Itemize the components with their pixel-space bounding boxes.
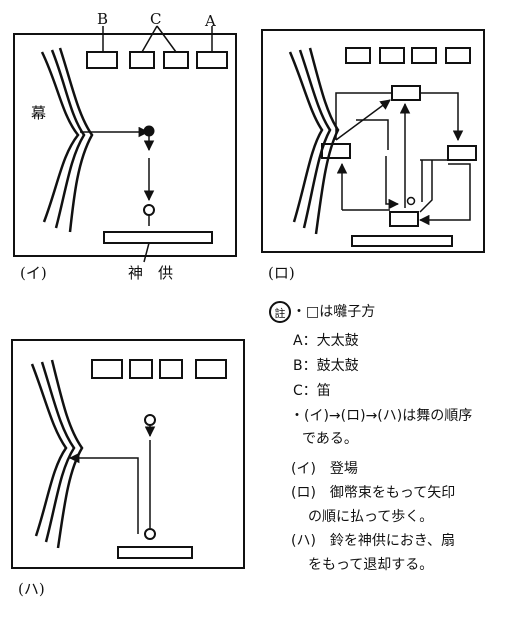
panel-ha [11,339,245,569]
note-item: ・(イ)→(ロ)→(ハ)は舞の順序 [290,408,473,424]
panel-i-offering-label: 神 供 [128,264,174,282]
panel-i-label-c: C [150,10,162,28]
panel-i-offering-table [103,231,213,244]
panel-ro [261,29,485,253]
panel-ha-box-1 [91,359,123,379]
note-circle-mark: 註 [269,301,291,323]
panel-ha-exit-route [68,452,139,534]
panel-ro-box-4 [445,47,471,64]
panel-i-drum-b-box [86,51,118,69]
note-item: (ハ) 鈴を神供におき、扇 [291,533,455,549]
note-item: B：鼓太鼓 [293,358,359,374]
panel-ro-route [335,92,471,226]
panel-ro-offering-table [351,235,453,247]
panel-ha-box-2 [129,359,153,379]
panel-i-flute-c-box-2 [163,51,189,69]
panel-ha-dancer-icon [144,414,156,426]
svg-text:註: 註 [275,307,286,320]
note-item: C：笛 [293,383,331,399]
panel-ro-station-top [391,85,421,101]
note-item: A：大太鼓 [293,333,359,349]
panel-ro-station-bottom [389,211,419,227]
panel-ro-box-2 [379,47,405,64]
panel-i-flute-c-box-1 [129,51,155,69]
panel-i-label: (イ) [20,264,47,282]
panel-ha-label: (ハ) [18,580,45,598]
note-item: をもって退却する。 [308,557,434,573]
panel-ro-station-left [321,143,351,159]
note-item: (ロ) 御幣束をもって矢印 [291,485,456,501]
panel-i-label-b: B [97,10,109,28]
note-item: の順に払って歩く。 [308,509,434,525]
panel-ha-offering-table [117,546,193,559]
panel-ha-frame [11,339,245,569]
panel-i-drum-a-box [196,51,228,69]
panel-i [13,25,237,263]
panel-ro-box-3 [411,47,437,64]
panel-i-label-a: A [205,12,216,30]
panel-ro-curtain-icon [288,47,340,235]
panel-ro-station-right [447,145,477,161]
panel-i-dancer-start-icon [143,125,155,137]
note-item: (イ) 登場 [291,461,358,477]
panel-ha-box-4 [195,359,227,379]
panel-ro-label: (ロ) [268,264,295,282]
panel-ro-box-1 [345,47,371,64]
panel-ha-bell-icon [144,528,156,540]
panel-ro-dancer-icon [406,196,416,206]
panel-ha-box-3 [159,359,183,379]
notes-heading: ・□は囃子方 [292,304,376,320]
panel-ro-frame [261,29,485,253]
note-item: である。 [302,431,358,447]
panel-i-dancer-end-icon [143,204,155,216]
panel-i-curtain-label: 幕 [31,104,47,122]
panel-i-frame [13,33,237,257]
panel-i-curtain-icon [40,47,94,233]
panel-ha-curtain-icon [30,359,84,549]
